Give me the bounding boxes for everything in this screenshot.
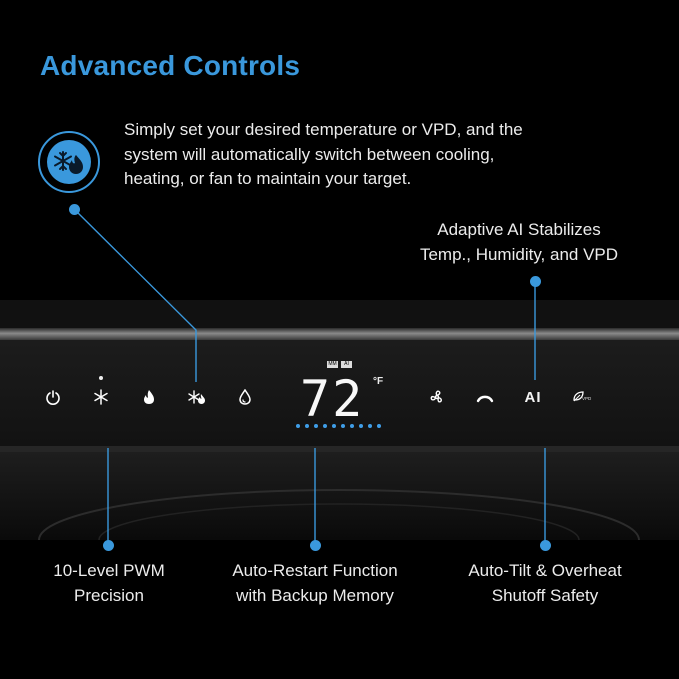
feature-description: Simply set your desired temperature or V… [124,118,644,192]
callout-dot [102,539,114,551]
vpd-mode-button[interactable]: VPD [570,386,592,408]
fan-level-dot [323,424,327,428]
fan-level-dot [314,424,318,428]
description-line: Simply set your desired temperature or V… [124,120,523,139]
active-mode-indicator [99,376,103,380]
snowflake-icon [94,389,108,405]
fan-level-dot [305,424,309,428]
power-button[interactable] [42,386,64,408]
auto-mode-button[interactable] [186,386,208,408]
auto-mode-badge-fill [47,140,91,184]
vpd-leaf-icon [573,391,584,402]
callout-line: Auto-Restart Function [232,561,398,580]
swing-button[interactable] [474,386,496,408]
fan-level-dot [377,424,381,428]
fan-level-dot [332,424,336,428]
cool-mode-button[interactable] [90,386,112,408]
fan-level-dot [341,424,345,428]
auto-mode-badge [38,131,100,193]
callout-line: Shutoff Safety [491,585,599,605]
status-badge: MM [327,361,338,368]
fan-icon [430,390,442,403]
callout-dot [539,539,551,551]
callout-restart: Auto-Restart Function with Backup Memory [200,559,430,608]
callout-line: Auto-Tilt & Overheat [468,561,622,580]
heat-mode-button[interactable] [138,386,160,408]
description-line: system will automatically switch between… [124,144,495,164]
fan-level-indicator [296,424,381,428]
flame-icon [144,390,154,404]
callout-dot [309,539,321,551]
callout-tilt: Auto-Tilt & Overheat Shutoff Safety [440,559,650,608]
power-icon [46,390,60,405]
droplet-icon [239,389,251,405]
temperature-unit: °F [373,376,384,387]
status-badges: MM AI [327,361,352,368]
fan-level-dot [368,424,372,428]
temperature-readout: 72 [300,370,365,428]
swing-icon [476,395,494,403]
fan-level-dot [359,424,363,428]
ai-mode-button[interactable]: AI [522,386,544,408]
callout-line: Temp., Humidity, and VPD [419,244,619,264]
callout-line: Adaptive AI Stabilizes [437,220,601,239]
callout-dot [68,203,80,215]
callout-dot [529,275,541,287]
callout-line: Precision [74,585,144,605]
dry-mode-button[interactable] [234,386,256,408]
description-line: heating, or fan to maintain your target. [124,169,412,188]
fan-mode-button[interactable] [426,386,448,408]
callout-line: 10-Level PWM [53,561,165,580]
page-title: Advanced Controls [40,50,301,81]
snowflake-flame-icon [54,151,83,174]
vpd-label: VPD [582,396,592,401]
fan-level-dot [350,424,354,428]
callout-adaptive-ai: Adaptive AI Stabilizes Temp., Humidity, … [400,218,638,267]
auto-mode-icon [188,390,205,404]
callout-pwm: 10-Level PWM Precision [20,559,198,608]
status-badge: AI [341,361,352,368]
callout-line: with Backup Memory [236,585,394,605]
ai-icon: AI [524,388,542,406]
fan-level-dot [296,424,300,428]
